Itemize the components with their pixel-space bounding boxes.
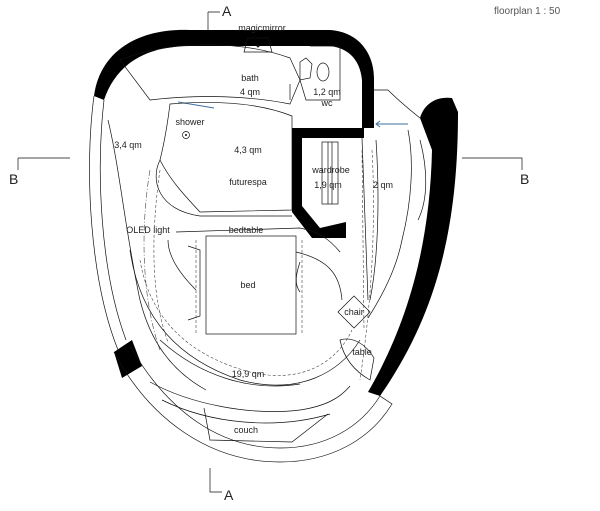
- label-oled-light: OLED light: [126, 225, 170, 235]
- section-marker-a-top: A: [207, 3, 232, 30]
- outer-walls: [94, 29, 458, 397]
- section-marker-b-left: B: [9, 157, 70, 187]
- label-magicmirror: magicmirror: [238, 23, 286, 33]
- label-wardrobe: wardrobe: [311, 165, 350, 175]
- bath-zone: [119, 37, 408, 217]
- section-label-b-left: B: [9, 171, 18, 187]
- label-bath: bath: [241, 73, 259, 83]
- label-wc-area: 1,2 qm: [313, 87, 341, 97]
- label-couch: couch: [234, 425, 258, 435]
- section-marker-b-right: B: [462, 157, 529, 187]
- label-shower: shower: [175, 117, 204, 127]
- label-wardrobe-area: 1,9 qm: [314, 180, 342, 190]
- section-label-a-top: A: [222, 3, 232, 19]
- drawing-title: floorplan 1 : 50: [494, 6, 561, 17]
- section-label-b-right: B: [520, 171, 529, 187]
- label-wc: wc: [321, 98, 333, 108]
- main-room: [107, 119, 375, 443]
- wardrobe-zone: [321, 141, 339, 205]
- label-table: table: [352, 347, 372, 357]
- section-marker-a-bottom: A: [209, 468, 234, 503]
- label-bedtable: bedtable: [229, 225, 264, 235]
- corridor-lines: [359, 129, 427, 381]
- building-outline: [89, 89, 421, 463]
- label-corridor-area: 2 qm: [373, 180, 393, 190]
- label-bath-area: 4 qm: [240, 87, 260, 97]
- label-chair: chair: [344, 307, 364, 317]
- label-main-area: 19,9 qm: [232, 369, 265, 379]
- label-bed: bed: [240, 280, 255, 290]
- label-side-area: 3,4 qm: [114, 140, 142, 150]
- label-futurespa: futurespa: [229, 177, 267, 187]
- label-spa-area: 4,3 qm: [234, 145, 262, 155]
- section-label-a-bottom: A: [224, 487, 234, 503]
- room-labels: magicmirror bath 4 qm 1,2 qm wc shower 4…: [114, 23, 393, 435]
